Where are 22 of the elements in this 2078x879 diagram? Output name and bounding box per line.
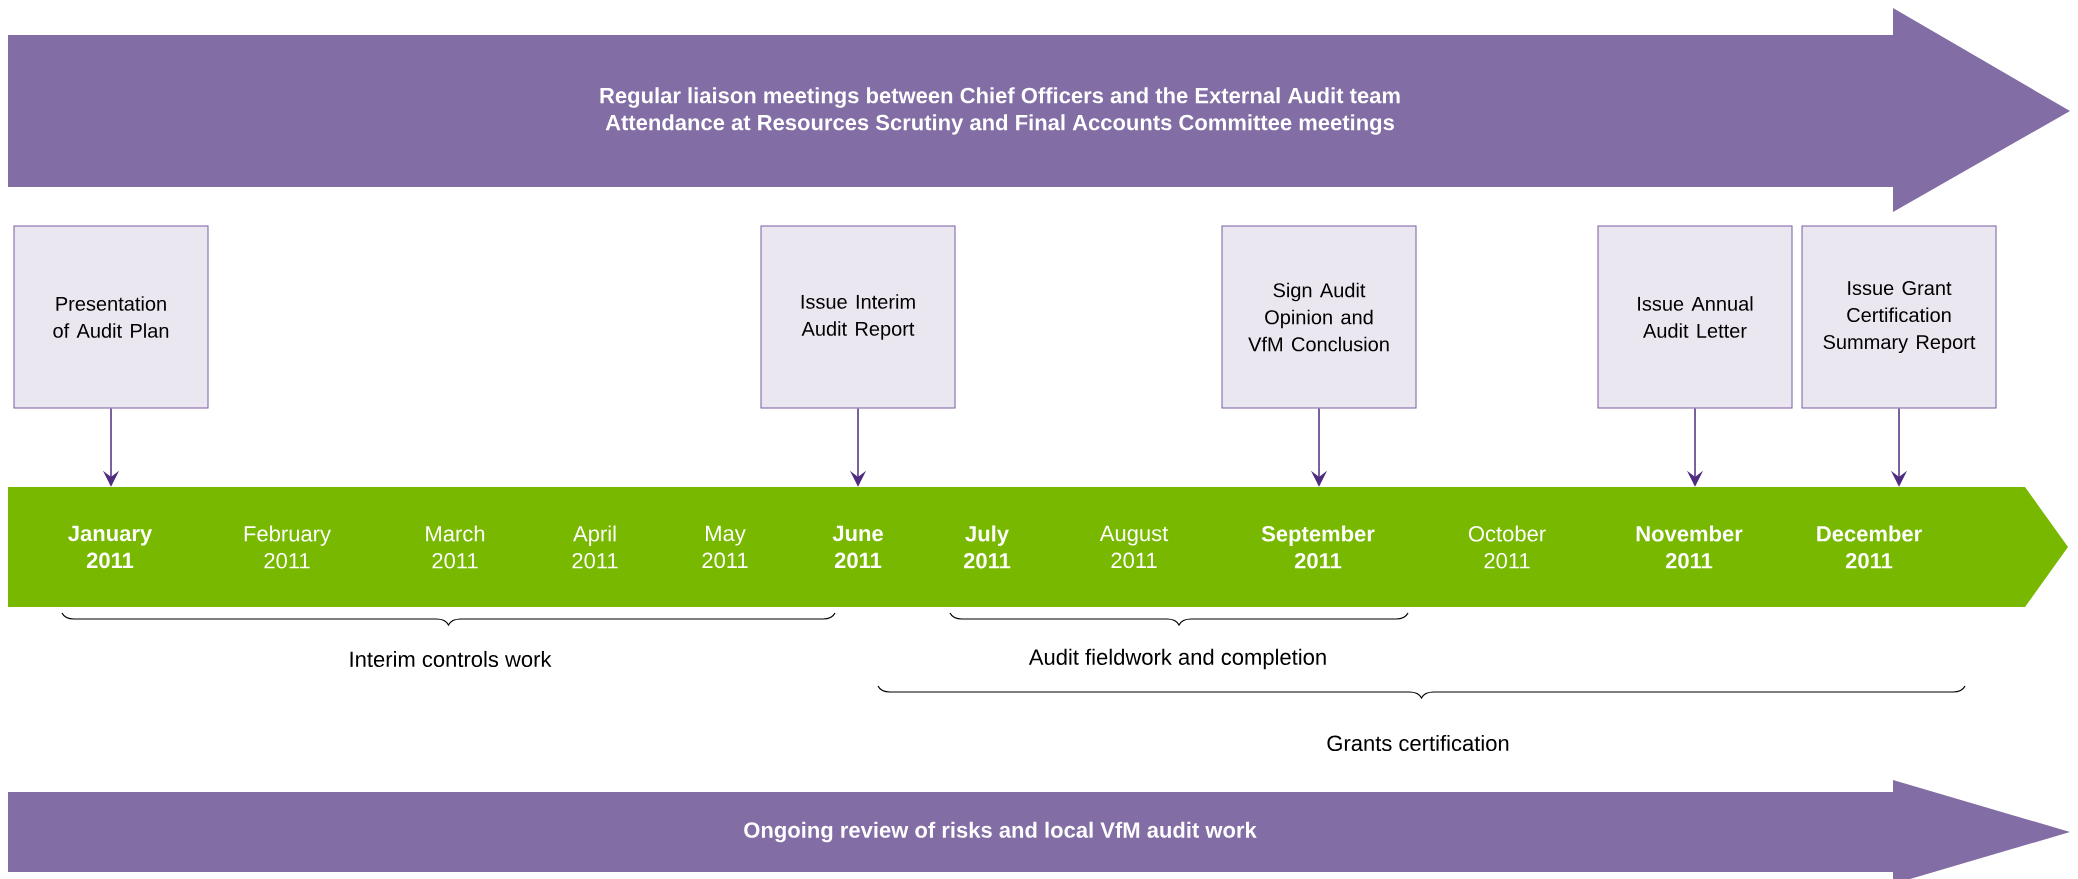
month-label: September 2011 [1261,525,1375,569]
brace-label: Audit fieldwork and completion [1028,648,1326,670]
month-label: October 2011 [1468,525,1546,569]
milestone-box: Sign Audit Opinion and VfM Conclusion [1221,225,1417,409]
milestone-box: Issue Grant Certification Summary Report [1801,225,1997,409]
arrow-band: Regular liaison meetings between Chief Officers and the External Audit team Attendance at Resources Scrutiny and Final Accounts Committee meetings [8,8,2070,212]
month-label: December 2011 [1817,525,1922,569]
month-label: June 2011 [832,525,883,569]
arrow-band: Ongoing review of risks and local VfM audit work [8,780,2070,879]
month-label: January 2011 [68,525,153,569]
month-label: March 2011 [426,525,485,569]
milestone-box: Issue Annual Audit Letter [1597,225,1793,409]
month-label: November 2011 [1636,525,1743,569]
month-label: April 2011 [572,525,618,569]
brace-label: Grants certification [1327,734,1509,752]
milestone-box: Presentation of Audit Plan [13,225,209,409]
month-label: July 2011 [963,525,1011,569]
milestone-box: Issue Interim Audit Report [760,225,956,409]
month-label: May 2011 [702,525,748,569]
month-label: August 2011 [1099,525,1169,569]
month-label: February 2011 [244,525,331,569]
brace-label: Interim controls work [350,650,552,668]
